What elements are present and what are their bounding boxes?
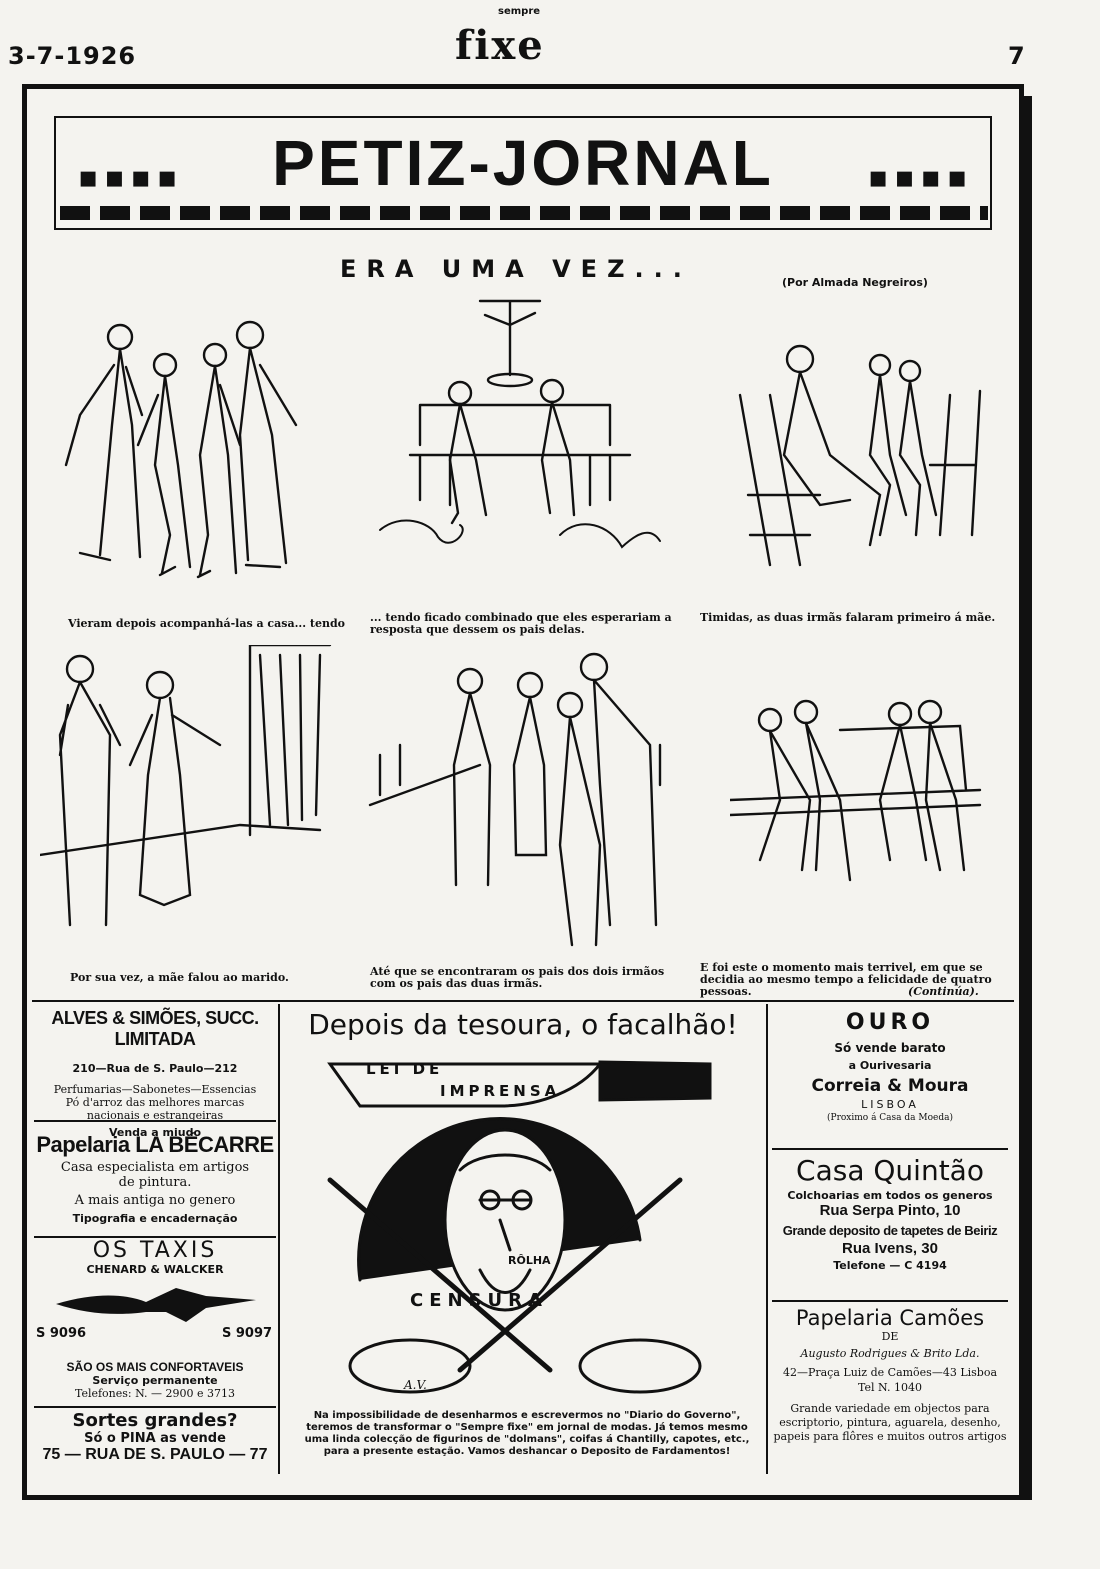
cartoon-headline: Depois da tesoura, o facalhão! — [308, 1008, 738, 1041]
ad-becarre-line2: de pintura. — [118, 1175, 192, 1190]
panel-5-caption: Até que se encontraram os pais dos dois … — [370, 965, 665, 990]
ad-quintao-name: Casa Quintão — [796, 1154, 984, 1187]
ad-quintao-line3: Grande deposito de tapetes de Beiriz — [782, 1223, 998, 1238]
ad-quintao-line1: Colchoarias em todos os generos — [787, 1189, 993, 1202]
ad-ouro-note: (Proximo á Casa da Moeda) — [827, 1113, 953, 1123]
title-dash-rule — [60, 206, 988, 220]
column-rule-right — [766, 1004, 768, 1474]
ad-alves-name: ALVES & SIMÕES, SUCC. LIMITADA — [51, 1008, 259, 1049]
ad-alves-line4: Venda a miudo — [108, 1126, 202, 1139]
ad-ouro-name: OURO — [845, 1010, 935, 1035]
ad-camoes-name: Papelaria Camões — [795, 1306, 985, 1330]
comic-panel-3 — [738, 344, 982, 567]
ad-camoes-tel: Tel N. 1040 — [858, 1381, 922, 1394]
ad-taxis-phone-left: S 9096 — [36, 1326, 87, 1341]
ad-taxis-phone-right: S 9097 — [222, 1326, 273, 1341]
ad-sortes-line3: 75 — RUA DE S. PAULO — 77 — [42, 1446, 268, 1463]
ad-la-becarre: Papelaria LA BÉCARRE Casa especialista e… — [34, 1132, 276, 1225]
eagle-emblem-icon — [56, 1288, 256, 1322]
ad-taxis-line2: Serviço permanente — [92, 1374, 218, 1387]
feature-title: PETIZ-JORNAL — [272, 127, 774, 199]
section-separator — [32, 1000, 1014, 1002]
ad-becarre-name: Papelaria LA BÉCARRE — [36, 1132, 274, 1157]
feature-byline: (Por Almada Negreiros) — [782, 276, 928, 289]
masthead-small: sempre — [498, 6, 541, 17]
ad-sortes-line2: Só o PINA as vende — [84, 1431, 226, 1446]
page-number: 7 — [1008, 42, 1025, 70]
ad-ouro-line1: Só vende barato — [834, 1041, 946, 1055]
ad-taxis-line3: Telefones: N. — 2900 e 3713 — [74, 1387, 236, 1400]
ad-alves-line3: nacionais e estrangeiras — [86, 1109, 224, 1122]
ad-quintao-line2: Rua Serpa Pinto, 10 — [819, 1202, 961, 1219]
ad-rule-4 — [772, 1148, 1008, 1150]
ad-sortes-line1: Sortes grandes? — [72, 1410, 238, 1431]
title-dots-left: ▪▪▪▪ — [78, 160, 184, 195]
comic-panel-4 — [40, 645, 332, 927]
comic-panel-1 — [64, 320, 298, 579]
continued-note: (Continúa). — [908, 985, 979, 998]
ad-camoes-address: 42—Praça Luiz de Camões—43 Lisboa — [782, 1366, 998, 1379]
knife-label-1: LEI DE — [366, 1060, 444, 1078]
ad-taxis-owners: CHENARD & WALCKER — [86, 1263, 224, 1276]
ad-os-taxis: OS TAXIS CHENARD & WALCKER — [34, 1238, 276, 1276]
panel-1-caption: Vieram depois acompanhá-las a casa... te… — [68, 617, 345, 630]
masthead-logo: fixe — [455, 22, 545, 69]
ad-taxis-name: OS TAXIS — [92, 1238, 218, 1263]
comic-panel-6 — [730, 699, 982, 882]
title-dots-right: ▪▪▪▪ — [868, 160, 974, 195]
comic-panel-5 — [368, 652, 662, 947]
cartoon-signature: A.V. — [404, 1378, 427, 1392]
censorship-cartoon — [327, 1060, 712, 1394]
ad-quintao-line5: Telefone — C 4194 — [833, 1259, 947, 1272]
title-box — [54, 116, 992, 230]
ad-becarre-line1: Casa especialista em artigos — [60, 1160, 250, 1175]
cartoon-text: Na impossibilidade de desenharmos e escr… — [304, 1410, 750, 1457]
comic-panel-2 — [379, 299, 661, 549]
ad-alves-simoes: ALVES & SIMÕES, SUCC. LIMITADA 210—Rua d… — [34, 1008, 276, 1139]
frame-shadow — [1024, 96, 1032, 1500]
page-frame — [22, 84, 1024, 1500]
ad-becarre-line4: Tipografia e encadernação — [72, 1212, 238, 1225]
ad-rule-1 — [34, 1120, 276, 1122]
panel-3-caption: Timidas, as duas irmãs falaram primeiro … — [700, 611, 996, 624]
ad-camoes-owner: Augusto Rodrigues & Brito Lda. — [800, 1347, 980, 1360]
ad-camoes-desc: Grande variedade em objectos para escrip… — [773, 1402, 1007, 1443]
ad-ouro-city: LISBOA — [861, 1098, 919, 1111]
ad-camoes-de: DE — [881, 1330, 899, 1343]
ad-alves-address: 210—Rua de S. Paulo—212 — [72, 1062, 238, 1075]
ad-casa-quintao: Casa Quintão Colchoarias em todos os gen… — [772, 1154, 1008, 1272]
ad-becarre-line3: A mais antiga no genero — [74, 1193, 236, 1208]
ad-ouro-line2: a Ourivesaria — [848, 1059, 932, 1072]
gag-label: RÔLHA — [508, 1254, 551, 1267]
ad-rule-3 — [34, 1406, 276, 1408]
column-rule-left — [278, 1004, 280, 1474]
ad-ouro: OURO Só vende barato a Ourivesaria Corre… — [772, 1010, 1008, 1123]
issue-date: 3-7-1926 — [8, 42, 137, 70]
ad-rule-5 — [772, 1300, 1008, 1302]
panel-6-caption: E foi este o momento mais terrivel, em q… — [700, 961, 992, 998]
scissors-label: CENSURA — [410, 1290, 548, 1311]
panel-2-caption: ... tendo ficado combinado que eles espe… — [370, 611, 672, 636]
ad-rule-2 — [34, 1236, 276, 1238]
ad-taxis-details: SÃO OS MAIS CONFORTAVEIS Serviço permane… — [34, 1360, 276, 1400]
ad-ouro-shop: Correia & Moura — [811, 1076, 969, 1096]
feature-subtitle: ERA UMA VEZ... — [340, 255, 692, 283]
knife-label-2: IMPRENSA — [440, 1082, 561, 1100]
panel-4-caption: Por sua vez, a mãe falou ao marido. — [70, 971, 289, 984]
ad-quintao-line4: Rua Ivens, 30 — [842, 1240, 938, 1257]
ad-alves-line1: Perfumarias—Sabonetes—Essencias — [53, 1083, 257, 1096]
ad-taxis-line1: SÃO OS MAIS CONFORTAVEIS — [66, 1360, 244, 1374]
ad-alves-line2: Pó d'arroz das melhores marcas — [65, 1096, 245, 1109]
ad-sortes-grandes: Sortes grandes? Só o PINA as vende 75 — … — [34, 1410, 276, 1464]
ad-papelaria-camoes: Papelaria Camões DE Augusto Rodrigues & … — [772, 1306, 1008, 1444]
